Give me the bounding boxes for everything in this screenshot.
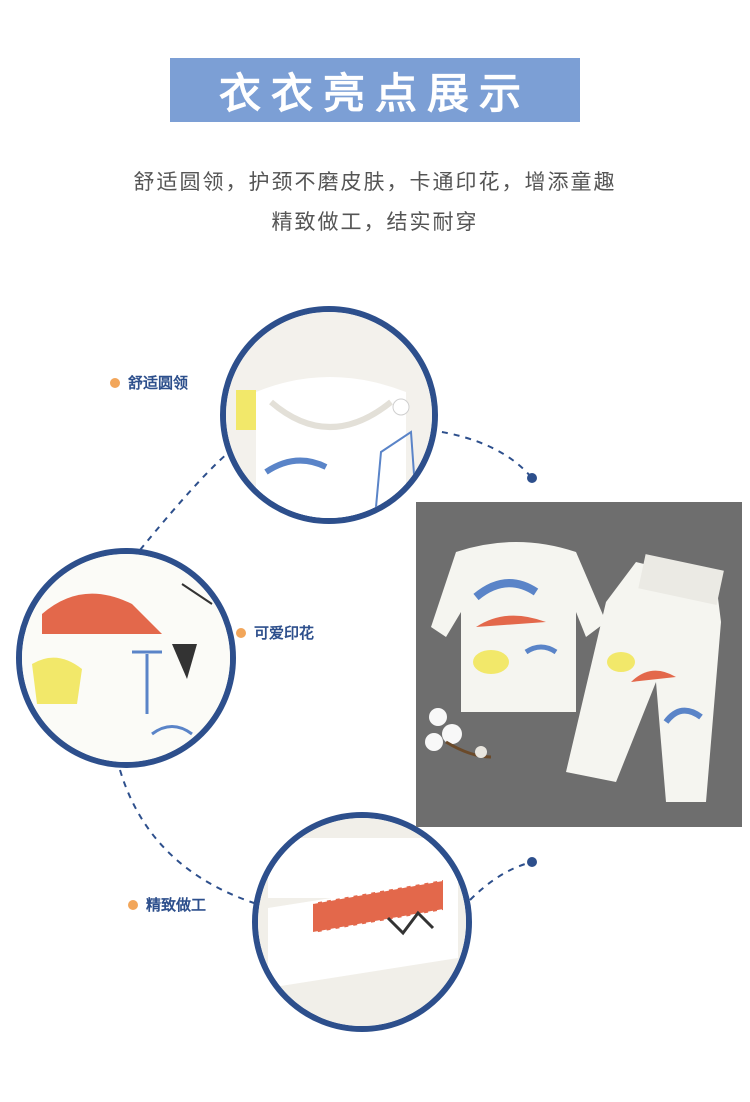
description-line-1: 舒适圆领，护颈不磨皮肤，卡通印花，增添童趣 [133, 170, 617, 194]
collar-detail-image [220, 306, 438, 524]
title-banner: 衣衣亮点展示 [170, 58, 580, 122]
print-detail-image [16, 548, 236, 768]
bullet-dot-icon [236, 627, 246, 638]
feature-label-print: 可爱印花 [236, 622, 314, 643]
bullet-dot-icon [110, 377, 120, 388]
description-line-2: 精致做工，结实耐穿 [271, 210, 479, 234]
feature-label-collar: 舒适圆领 [110, 372, 188, 393]
stitching-detail-image [252, 812, 472, 1032]
bullet-dot-icon [128, 899, 138, 910]
feature-label-stitching: 精致做工 [128, 894, 206, 915]
product-photo [416, 502, 742, 827]
page-title: 衣衣亮点展示 [218, 68, 531, 118]
